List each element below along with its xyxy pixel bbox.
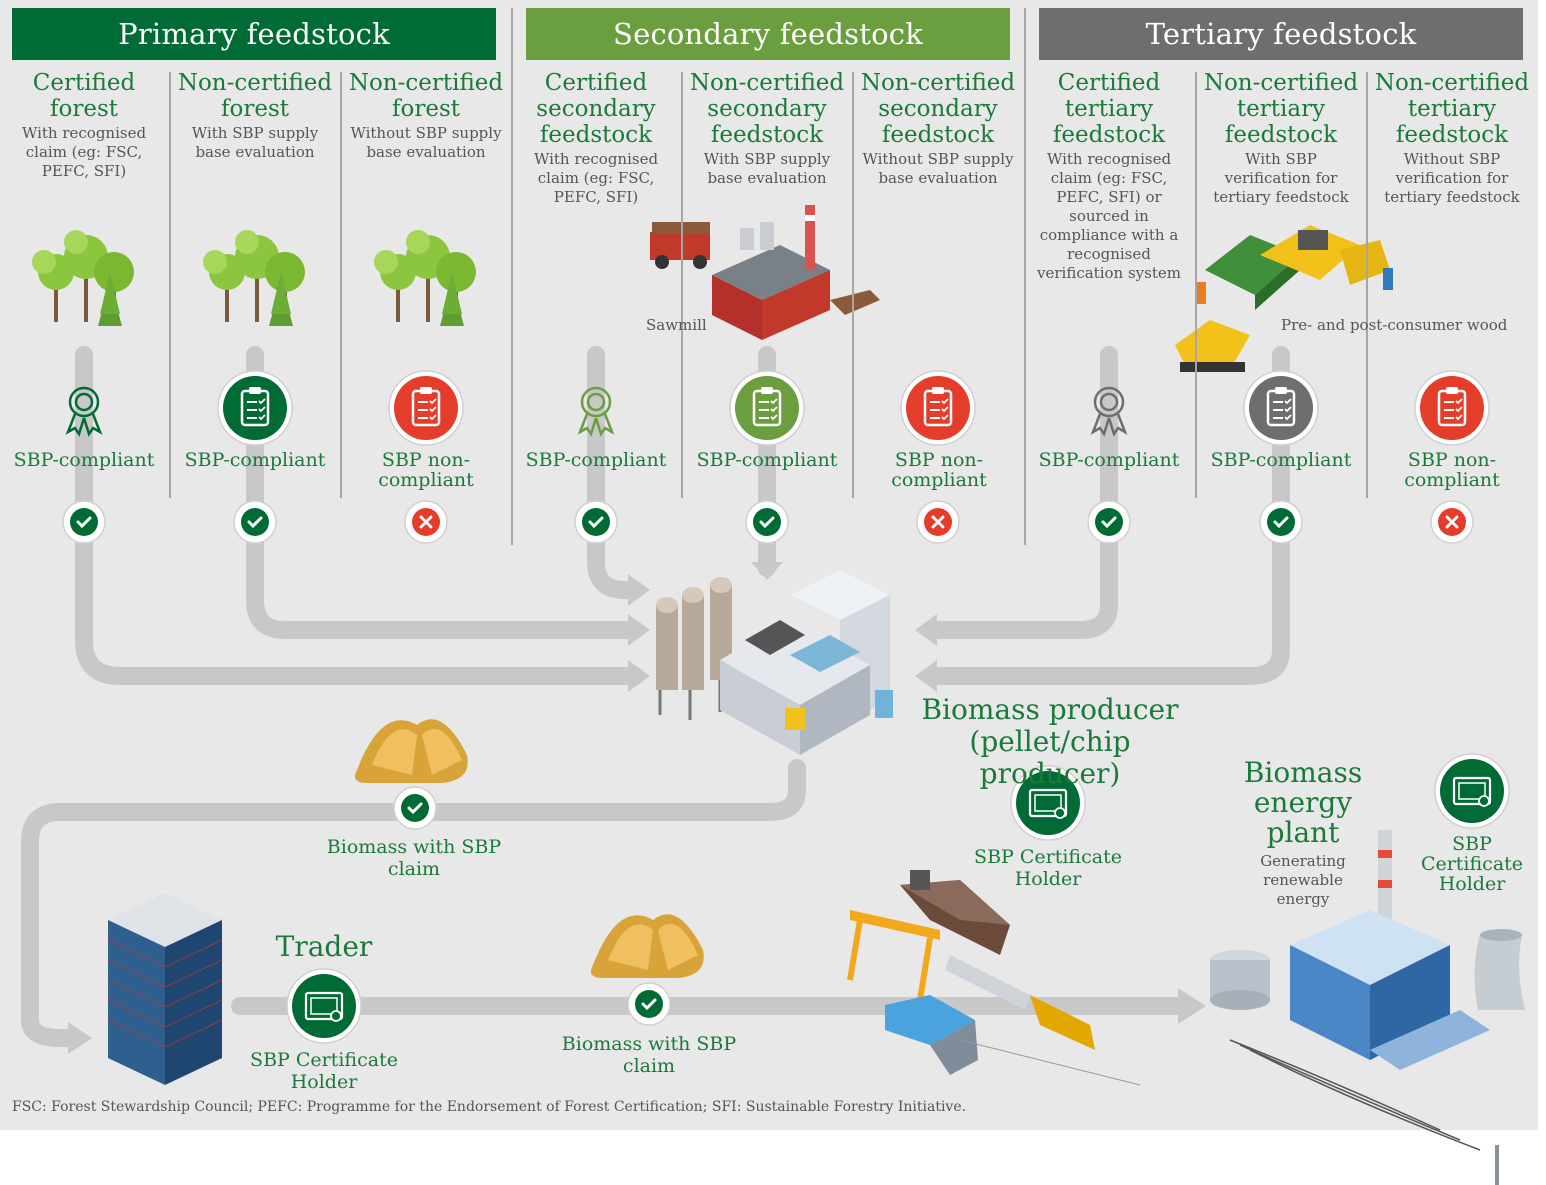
column-title: Certified forest — [32, 70, 136, 122]
producer-certificate-label: SBP Certificate Holder — [974, 846, 1122, 890]
column-noncertified-tertiary-verified: Non-certified tertiary feedstock With SB… — [1201, 70, 1361, 207]
plant-title-line3: plant — [1266, 816, 1340, 849]
logistics-illustration — [847, 870, 1141, 1086]
column-divider — [852, 72, 854, 498]
compliance-status: SBP-compliant — [696, 449, 838, 471]
compliance-status: SBP non-compliant — [891, 449, 987, 491]
certificate-icon — [286, 968, 362, 1044]
column-title: Non-certified forest — [177, 70, 333, 122]
cross-mark-icon — [404, 500, 448, 544]
column-description: With recognised claim (eg: FSC, PEFC, SF… — [533, 150, 659, 206]
plant-title-line1: Biomass — [1243, 756, 1363, 789]
biomass-claim-label: Biomass with SBP claim — [326, 836, 502, 880]
consumer-wood-label: Pre- and post-consumer wood — [1281, 316, 1508, 334]
certificate-icon — [1010, 765, 1086, 841]
sawmill-label: Sawmill — [646, 316, 707, 334]
column-description: Without SBP verification for tertiary fe… — [1384, 150, 1520, 206]
cross-mark-icon — [916, 500, 960, 544]
award-ribbon-icon — [65, 386, 103, 437]
column-description: With SBP verification for tertiary feeds… — [1213, 150, 1349, 206]
check-mark-icon — [745, 500, 789, 544]
column-divider — [1366, 72, 1368, 498]
compliance-status: SBP-compliant — [13, 449, 155, 471]
compliance-status: SBP non-compliant — [1404, 449, 1500, 491]
plant-description: Generating renewable energy — [1260, 852, 1346, 908]
biomass-producer-title: Biomass producer (pellet/chip producer) — [900, 694, 1200, 790]
column-divider — [169, 72, 171, 498]
header-secondary-feedstock: Secondary feedstock — [526, 8, 1010, 60]
column-noncertified-tertiary-unverified: Non-certified tertiary feedstock Without… — [1372, 70, 1532, 207]
plant-certificate-label: SBP Certificate Holder — [1412, 834, 1532, 894]
trader-certificate-label: SBP Certificate Holder — [250, 1049, 398, 1093]
footnote: FSC: Forest Stewardship Council; PEFC: P… — [12, 1099, 967, 1115]
column-certified-secondary: Certified secondary feedstock With recog… — [516, 70, 676, 207]
check-mark-icon — [1087, 500, 1131, 544]
check-mark-icon — [574, 500, 618, 544]
column-title: Non-certified secondary feedstock — [689, 70, 845, 148]
column-certified-forest: Certified forest With recognised claim (… — [4, 70, 164, 181]
column-description: Without SBP supply base evaluation — [862, 150, 1014, 187]
check-mark-icon — [233, 500, 277, 544]
check-mark-icon — [627, 982, 671, 1026]
recycling-plant-illustration — [1175, 225, 1393, 372]
column-description: With SBP supply base evaluation — [703, 150, 831, 187]
trader-office-building-illustration — [107, 893, 223, 1085]
power-plant-illustration — [1210, 830, 1525, 1185]
check-mark-icon — [1259, 500, 1303, 544]
column-title: Certified tertiary feedstock — [1052, 70, 1166, 148]
column-divider — [1195, 72, 1197, 498]
column-description: With recognised claim (eg: FSC, PEFC, SF… — [1037, 150, 1181, 282]
column-noncertified-secondary-evaluated: Non-certified secondary feedstock With S… — [687, 70, 847, 188]
pellet-factory-illustration — [656, 570, 893, 755]
plant-title-line2: energy — [1253, 786, 1353, 819]
clipboard-checklist-icon — [729, 370, 805, 446]
award-ribbon-icon — [1090, 386, 1128, 437]
group-divider — [511, 8, 513, 545]
compliance-status: SBP-compliant — [1038, 449, 1180, 471]
column-certified-tertiary: Certified tertiary feedstock With recogn… — [1029, 70, 1189, 283]
column-divider — [681, 72, 683, 498]
column-noncertified-forest-unevaluated: Non-certified forest Without SBP supply … — [346, 70, 506, 162]
column-title: Non-certified secondary feedstock — [860, 70, 1016, 148]
plant-cert-line2: Certificate — [1420, 853, 1524, 875]
column-noncertified-forest-evaluated: Non-certified forest With SBP supply bas… — [175, 70, 335, 162]
column-description: Without SBP supply base evaluation — [350, 124, 502, 161]
header-tertiary-feedstock: Tertiary feedstock — [1039, 8, 1523, 60]
column-title: Non-certified tertiary feedstock — [1374, 70, 1530, 148]
compliance-status: SBP-compliant — [1210, 449, 1352, 471]
award-ribbon-icon — [577, 386, 615, 437]
biomass-claim-label: Biomass with SBP claim — [561, 1033, 737, 1077]
certificate-icon — [1434, 753, 1510, 829]
clipboard-checklist-icon — [1414, 370, 1490, 446]
compliance-status: SBP-compliant — [184, 449, 326, 471]
column-title: Non-certified tertiary feedstock — [1203, 70, 1359, 148]
column-description: With SBP supply base evaluation — [191, 124, 319, 161]
plant-cert-line3: Holder — [1438, 873, 1506, 895]
column-description: With recognised claim (eg: FSC, PEFC, SF… — [21, 124, 147, 180]
column-title: Certified secondary feedstock — [536, 70, 656, 148]
check-mark-icon — [393, 786, 437, 830]
trader-title: Trader — [275, 930, 373, 963]
producer-title-line2: (pellet/chip producer) — [969, 725, 1131, 790]
clipboard-checklist-icon — [1243, 370, 1319, 446]
check-mark-icon — [62, 500, 106, 544]
column-title: Non-certified forest — [348, 70, 504, 122]
compliance-status: SBP non-compliant — [378, 449, 474, 491]
sawmill-illustration — [650, 205, 880, 340]
biomass-plant-title: Biomass energy plant — [1233, 758, 1373, 848]
compliance-status: SBP-compliant — [525, 449, 667, 471]
clipboard-checklist-icon — [388, 370, 464, 446]
clipboard-checklist-icon — [900, 370, 976, 446]
group-divider — [1024, 8, 1026, 545]
cross-mark-icon — [1430, 500, 1474, 544]
plant-cert-line1: SBP — [1452, 833, 1492, 855]
header-primary-feedstock: Primary feedstock — [12, 8, 496, 60]
clipboard-checklist-icon — [217, 370, 293, 446]
producer-title-line1: Biomass producer — [921, 693, 1179, 726]
column-noncertified-secondary-unevaluated: Non-certified secondary feedstock Withou… — [858, 70, 1018, 188]
column-divider — [340, 72, 342, 498]
